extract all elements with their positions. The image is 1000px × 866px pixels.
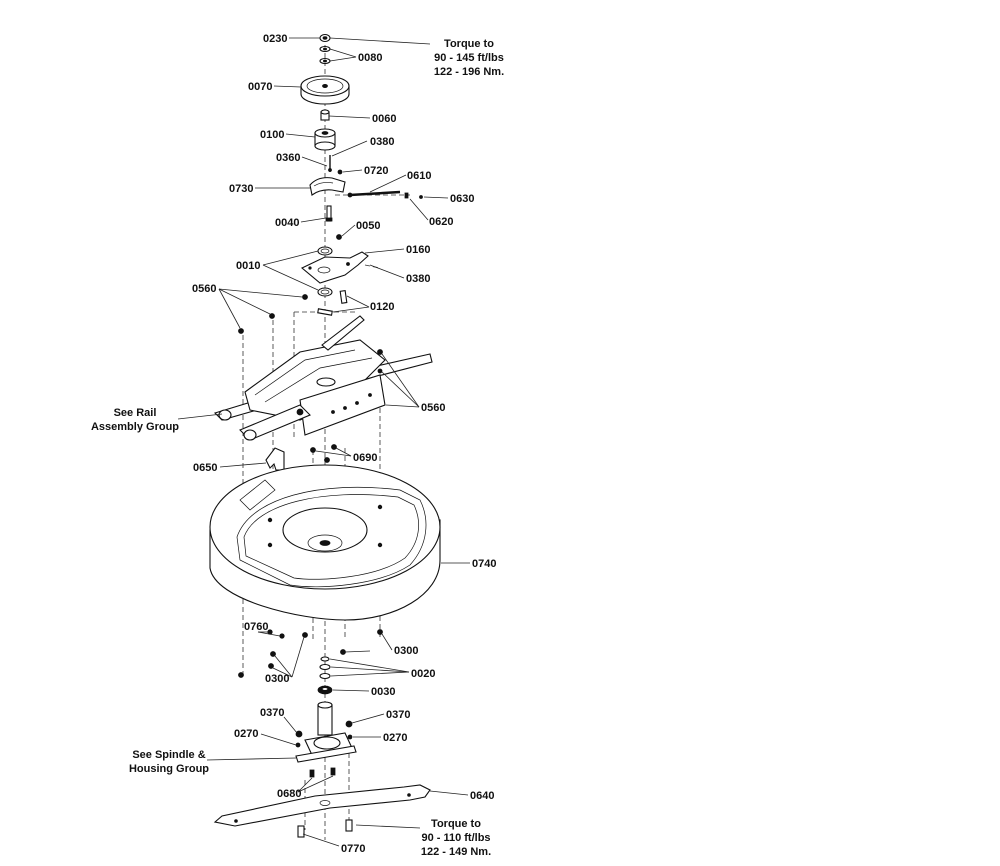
label-0360: 0360 <box>276 152 300 164</box>
part-0230-nut <box>319 33 331 43</box>
label-0380-mid: 0380 <box>406 273 430 285</box>
rail-group-line1: See Rail <box>114 407 157 419</box>
label-0610: 0610 <box>407 170 431 182</box>
label-0560-right: 0560 <box>421 402 445 414</box>
label-0270-right: 0270 <box>383 732 407 744</box>
spindle-group-line1: See Spindle & <box>132 749 205 761</box>
label-0230: 0230 <box>263 33 287 45</box>
label-0060: 0060 <box>372 113 396 125</box>
label-0770: 0770 <box>341 843 365 855</box>
part-0610-rod <box>347 190 423 199</box>
label-0300-right: 0300 <box>394 645 418 657</box>
part-0070-pulley <box>300 75 350 105</box>
label-0720: 0720 <box>364 165 388 177</box>
label-0040: 0040 <box>275 217 299 229</box>
label-0020: 0020 <box>411 668 435 680</box>
part-0370-0270-hardware <box>295 720 353 748</box>
label-0100: 0100 <box>260 129 284 141</box>
label-0300-left: 0300 <box>265 673 289 685</box>
part-pins-small <box>328 155 343 175</box>
part-0730-belt-guard <box>309 177 346 196</box>
torque-top-line1: Torque to <box>444 38 494 50</box>
label-0630: 0630 <box>450 193 474 205</box>
part-0300-nuts <box>238 629 383 678</box>
part-0060-bushing <box>320 109 330 121</box>
part-0680-bolts <box>309 767 336 778</box>
label-0270-left: 0270 <box>234 728 258 740</box>
leader-lines <box>177 37 470 847</box>
notes: Torque to 90 - 145 ft/lbs 122 - 196 Nm. … <box>91 38 504 858</box>
spindle-group-line2: Housing Group <box>129 763 209 775</box>
label-0730: 0730 <box>229 183 253 195</box>
part-0650-bracket <box>265 447 285 471</box>
rail-group-line2: Assembly Group <box>91 421 179 433</box>
torque-top-line3: 122 - 196 Nm. <box>434 66 504 78</box>
part-0120-pins <box>317 290 348 316</box>
part-0770-bolts <box>297 819 353 838</box>
label-0070: 0070 <box>248 81 272 93</box>
part-0740-deck <box>209 464 441 621</box>
label-0680: 0680 <box>277 788 301 800</box>
part-0690-nuts <box>310 444 337 463</box>
label-0080: 0080 <box>358 52 382 64</box>
part-0160-bracket <box>300 251 369 284</box>
label-0620: 0620 <box>429 216 453 228</box>
label-0370-right: 0370 <box>386 709 410 721</box>
label-0370-left: 0370 <box>260 707 284 719</box>
rail-frame-assembly <box>213 315 433 441</box>
label-0760: 0760 <box>244 621 268 633</box>
label-0650: 0650 <box>193 462 217 474</box>
torque-bottom-line3: 122 - 149 Nm. <box>421 846 491 858</box>
label-0640: 0640 <box>470 790 494 802</box>
label-0050: 0050 <box>356 220 380 232</box>
spindle-housing <box>295 701 357 763</box>
torque-top-line2: 90 - 145 ft/lbs <box>434 52 504 64</box>
part-0640-blade <box>213 784 431 827</box>
label-0740: 0740 <box>472 558 496 570</box>
label-0380-top: 0380 <box>370 136 394 148</box>
torque-bottom-line2: 90 - 110 ft/lbs <box>421 832 490 844</box>
part-labels: 0230 0080 0070 0060 0100 0380 0360 0720 … <box>192 33 496 855</box>
part-0560-nuts-top <box>238 294 308 334</box>
label-0690: 0690 <box>353 452 377 464</box>
part-0100-hub <box>314 128 336 151</box>
part-0020-spacers <box>319 656 331 680</box>
part-0010-washers <box>317 246 333 297</box>
label-0120: 0120 <box>370 301 394 313</box>
part-0050 <box>336 234 342 240</box>
label-0560-left: 0560 <box>192 283 216 295</box>
label-0160: 0160 <box>406 244 430 256</box>
torque-bottom-line1: Torque to <box>431 818 481 830</box>
part-0040-bolt <box>325 205 333 222</box>
label-0030: 0030 <box>371 686 395 698</box>
part-0030-bearing <box>317 685 333 695</box>
label-0010: 0010 <box>236 260 260 272</box>
